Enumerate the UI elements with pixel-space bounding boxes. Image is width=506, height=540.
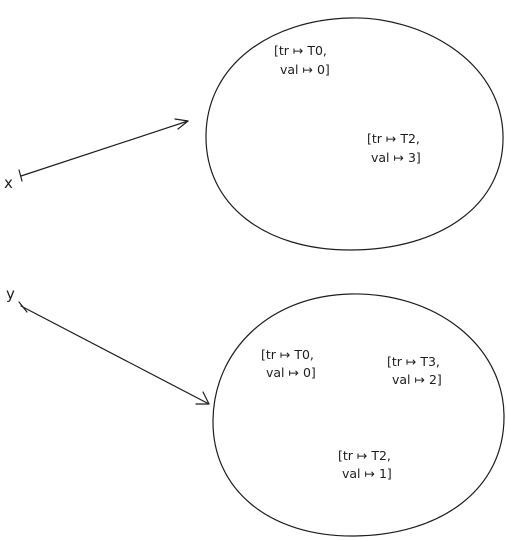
- variable-y-arrowhead: [195, 391, 210, 405]
- entry-line-val: val ↦ 2]: [392, 372, 442, 387]
- variable-x-arrowhead: [174, 118, 189, 130]
- set-x-entry-2: [tr ↦ T2, val ↦ 3]: [367, 131, 421, 165]
- entry-line-val: val ↦ 0]: [266, 365, 316, 380]
- entry-line-tr: [tr ↦ T0,: [274, 43, 327, 58]
- entry-line-tr: [tr ↦ T2,: [338, 448, 391, 463]
- variable-x-label: x: [4, 174, 13, 192]
- entry-line-val: val ↦ 3]: [371, 150, 421, 165]
- variable-x-group: x [tr ↦ T0, val ↦ 0] [tr ↦ T2, val ↦ 3]: [4, 17, 504, 251]
- set-y-entry-2: [tr ↦ T3, val ↦ 2]: [387, 354, 442, 387]
- set-x-ellipse: [205, 17, 504, 251]
- variable-y-label: y: [6, 285, 15, 303]
- entry-line-val: val ↦ 1]: [342, 466, 392, 481]
- variable-x-arrow: [20, 120, 189, 177]
- entry-line-tr: [tr ↦ T0,: [261, 347, 314, 362]
- set-y-ellipse: [212, 293, 505, 537]
- variable-y-arrow: [20, 305, 210, 405]
- variable-y-group: y [tr ↦ T0, val ↦ 0] [tr ↦ T3, val ↦ 2] …: [6, 285, 505, 537]
- entry-line-tr: [tr ↦ T2,: [367, 131, 420, 146]
- variable-x-tick: [18, 169, 23, 182]
- set-y-entry-3: [tr ↦ T2, val ↦ 1]: [338, 448, 392, 481]
- entry-line-tr: [tr ↦ T3,: [387, 354, 440, 369]
- set-x-entry-1: [tr ↦ T0, val ↦ 0]: [274, 43, 330, 77]
- entry-line-val: val ↦ 0]: [280, 62, 330, 77]
- set-y-entry-1: [tr ↦ T0, val ↦ 0]: [261, 347, 316, 380]
